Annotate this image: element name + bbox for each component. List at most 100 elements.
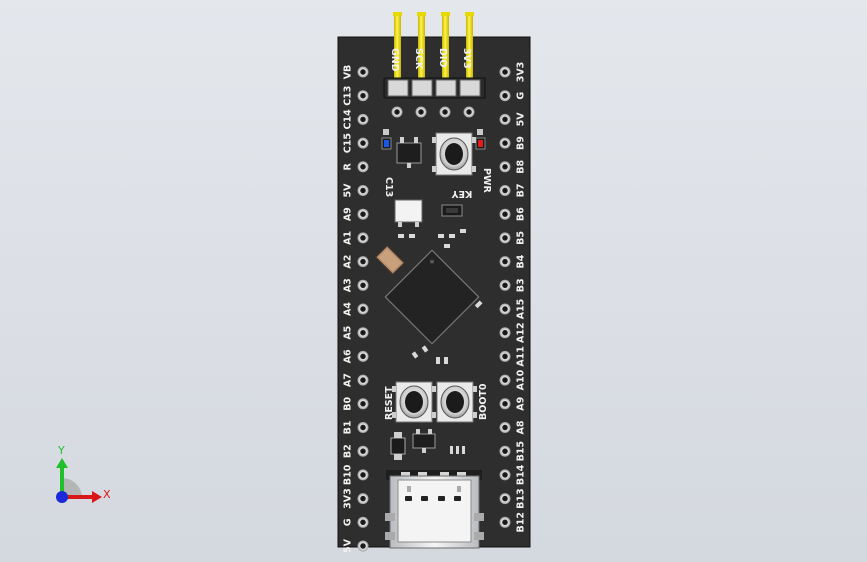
- pin-pad: [357, 422, 369, 433]
- led-blue: [381, 129, 392, 150]
- right-pin-label: B7: [516, 184, 527, 198]
- pin-pad: [499, 66, 511, 78]
- pin-pad: [357, 327, 369, 339]
- right-pin-label: A10: [516, 369, 527, 390]
- z-axis-dot: [56, 491, 68, 503]
- header-label: GND: [389, 48, 400, 72]
- x-axis-arrowhead: [92, 491, 102, 503]
- left-pin-label: A9: [343, 207, 354, 221]
- pin-pad: [357, 398, 369, 410]
- pin-pad: [499, 398, 511, 410]
- pin-pad: [499, 137, 511, 149]
- left-pin-label: B10: [343, 464, 354, 485]
- header-pin-2: [417, 12, 426, 86]
- right-pin-label: 3V3: [516, 62, 527, 83]
- pin-pad: [357, 208, 369, 220]
- x-axis-label: X: [103, 488, 111, 501]
- pin-pad: [357, 232, 369, 244]
- right-pin-label: B15: [516, 441, 527, 461]
- header-pin-1: [393, 12, 402, 86]
- pin-pad: [499, 445, 511, 457]
- left-pin-label: A6: [343, 349, 354, 363]
- led-red: [475, 129, 486, 150]
- usb-c-connector: [385, 470, 484, 549]
- left-pin-label: R: [343, 162, 354, 170]
- pin-pad: [499, 161, 511, 173]
- pin-pad: [357, 256, 369, 268]
- left-pin-label: 3V3: [343, 488, 354, 509]
- left-pin-label: A5: [343, 326, 354, 340]
- header-label: SCK: [413, 48, 424, 70]
- header-vias: [391, 106, 475, 118]
- pin-pad: [357, 350, 369, 362]
- right-pin-label: B3: [516, 278, 527, 292]
- pin-pad: [357, 469, 369, 481]
- left-pin-label: A4: [343, 302, 354, 316]
- transistor-c13: [396, 137, 422, 168]
- right-pin-label: A12: [516, 322, 527, 343]
- right-pin-label: B13: [516, 488, 527, 508]
- pin-pad: [357, 374, 369, 386]
- right-pin-label: A11: [516, 346, 527, 367]
- pin-pad: [499, 303, 511, 315]
- pin-pad: [499, 350, 511, 362]
- left-pin-column: VBC13C14C15R5VA9A1A2A3A4A5A6A7B0B1B2B103…: [343, 65, 369, 553]
- left-pin-label: A7: [343, 373, 354, 387]
- small-ic: [441, 204, 463, 217]
- coordinate-triad: Y X: [56, 444, 111, 503]
- pin-pad: [499, 516, 511, 528]
- silk-pwr: PWR: [481, 168, 492, 193]
- silk-key: KEY: [452, 188, 473, 199]
- pin-pad: [499, 374, 511, 386]
- left-pin-label: C14: [343, 109, 354, 130]
- diode: [390, 432, 406, 460]
- left-pin-label: 5V: [343, 538, 354, 553]
- header-pins: [393, 12, 474, 86]
- pin-pad: [499, 469, 511, 481]
- silk-boot0: BOOT0: [478, 383, 489, 420]
- left-pin-label: A2: [343, 255, 354, 269]
- reset-button[interactable]: [392, 381, 436, 423]
- pin-pad: [357, 137, 369, 149]
- right-pin-label: B9: [516, 136, 527, 150]
- regulator-sot: [412, 429, 436, 453]
- pin-pad: [357, 540, 369, 552]
- silk-reset: RESET: [384, 386, 395, 420]
- boot0-button[interactable]: [436, 381, 477, 423]
- left-pin-label: B2: [343, 444, 354, 458]
- pin-pad: [357, 66, 369, 78]
- pin-pad: [357, 161, 369, 173]
- pin-pad: [357, 185, 369, 196]
- pin-pad: [357, 279, 369, 291]
- left-pin-label: G: [343, 518, 354, 526]
- header-label: DIO: [437, 48, 448, 68]
- key-button[interactable]: [432, 132, 476, 176]
- pin-pad: [357, 303, 369, 315]
- pin-pad: [499, 90, 511, 102]
- pin-pad: [499, 113, 511, 125]
- pin-pad: [499, 279, 511, 291]
- mcu-chip: [384, 249, 480, 345]
- pin-pad: [499, 208, 511, 220]
- left-pin-label: A1: [343, 231, 354, 245]
- pin-pad: [499, 327, 511, 339]
- right-pin-label: B4: [516, 254, 527, 268]
- y-axis-arrowhead: [56, 458, 68, 468]
- pcb-board[interactable]: [337, 36, 531, 548]
- silk-c13: C13: [383, 177, 394, 197]
- right-pin-column: 3V3G5VB9B8B7B6B5B4B3A15A12A11A10A9A8B15B…: [499, 62, 527, 533]
- pin-pad: [357, 113, 369, 125]
- left-pin-label: B1: [343, 421, 354, 435]
- header-pin-4: [465, 12, 474, 86]
- right-pin-label: B5: [516, 231, 527, 245]
- left-pin-label: B0: [343, 396, 354, 410]
- pin-pad: [499, 185, 511, 196]
- pin-pad: [499, 256, 511, 268]
- right-pin-label: B12: [516, 512, 527, 532]
- pin-pad: [499, 232, 511, 244]
- header-housing: [383, 77, 486, 99]
- right-pin-label: B14: [516, 464, 527, 485]
- pin-pad: [499, 493, 511, 505]
